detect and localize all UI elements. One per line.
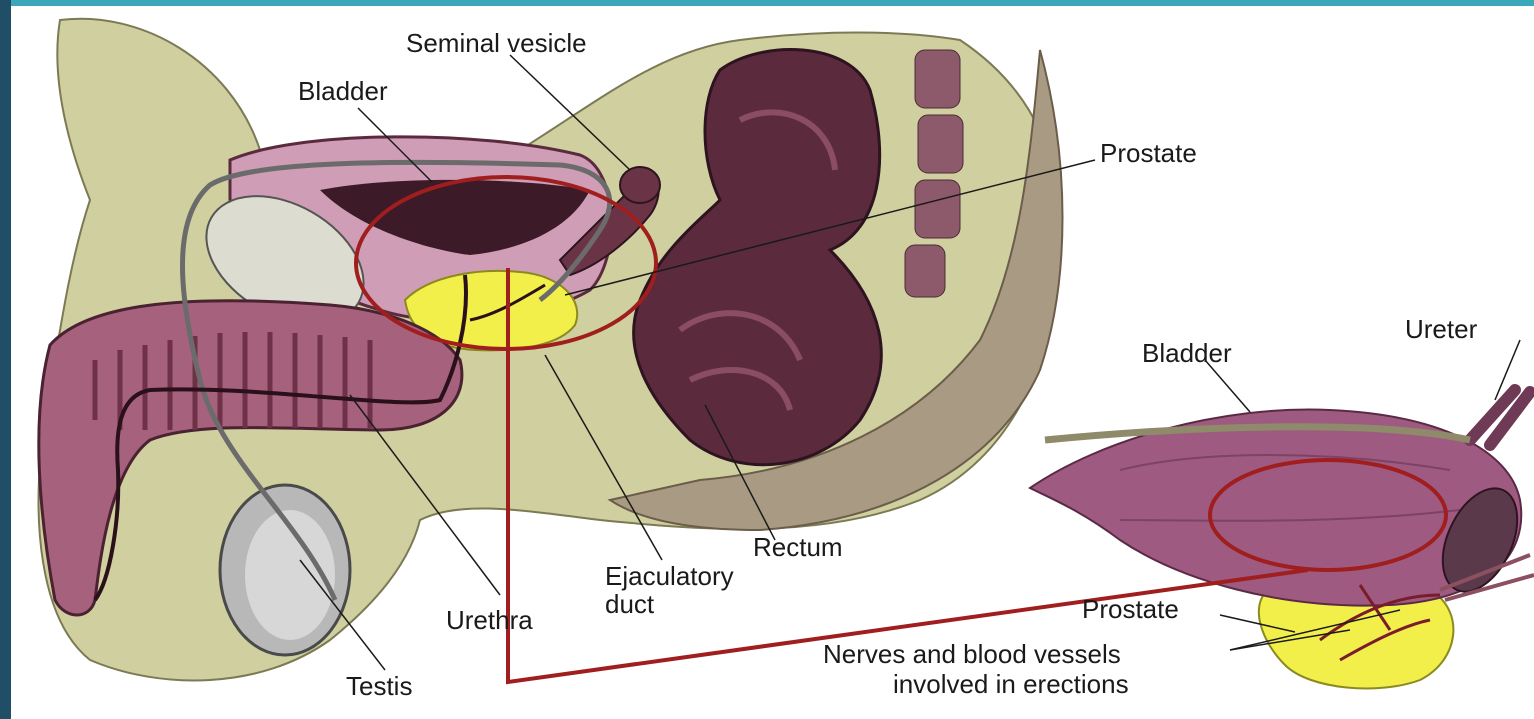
label-nerves-1: Nerves and blood vessels bbox=[823, 639, 1121, 669]
label-ureter: Ureter bbox=[1405, 314, 1478, 344]
label-bladder: Bladder bbox=[298, 76, 388, 106]
label-ejaculatory-duct-1: Ejaculatory bbox=[605, 561, 734, 591]
label-ejaculatory-duct-2: duct bbox=[605, 589, 655, 619]
label-seminal-vesicle: Seminal vesicle bbox=[406, 28, 587, 58]
label-prostate-inset: Prostate bbox=[1082, 594, 1179, 624]
label-urethra: Urethra bbox=[446, 605, 533, 635]
label-prostate: Prostate bbox=[1100, 138, 1197, 168]
label-rectum: Rectum bbox=[753, 532, 843, 562]
sagittal-pelvis-illustration bbox=[39, 19, 1063, 681]
label-testis: Testis bbox=[346, 671, 412, 701]
inset-ureter bbox=[1470, 390, 1530, 445]
label-bladder-inset: Bladder bbox=[1142, 338, 1232, 368]
label-nerves-2: involved in erections bbox=[893, 669, 1129, 699]
